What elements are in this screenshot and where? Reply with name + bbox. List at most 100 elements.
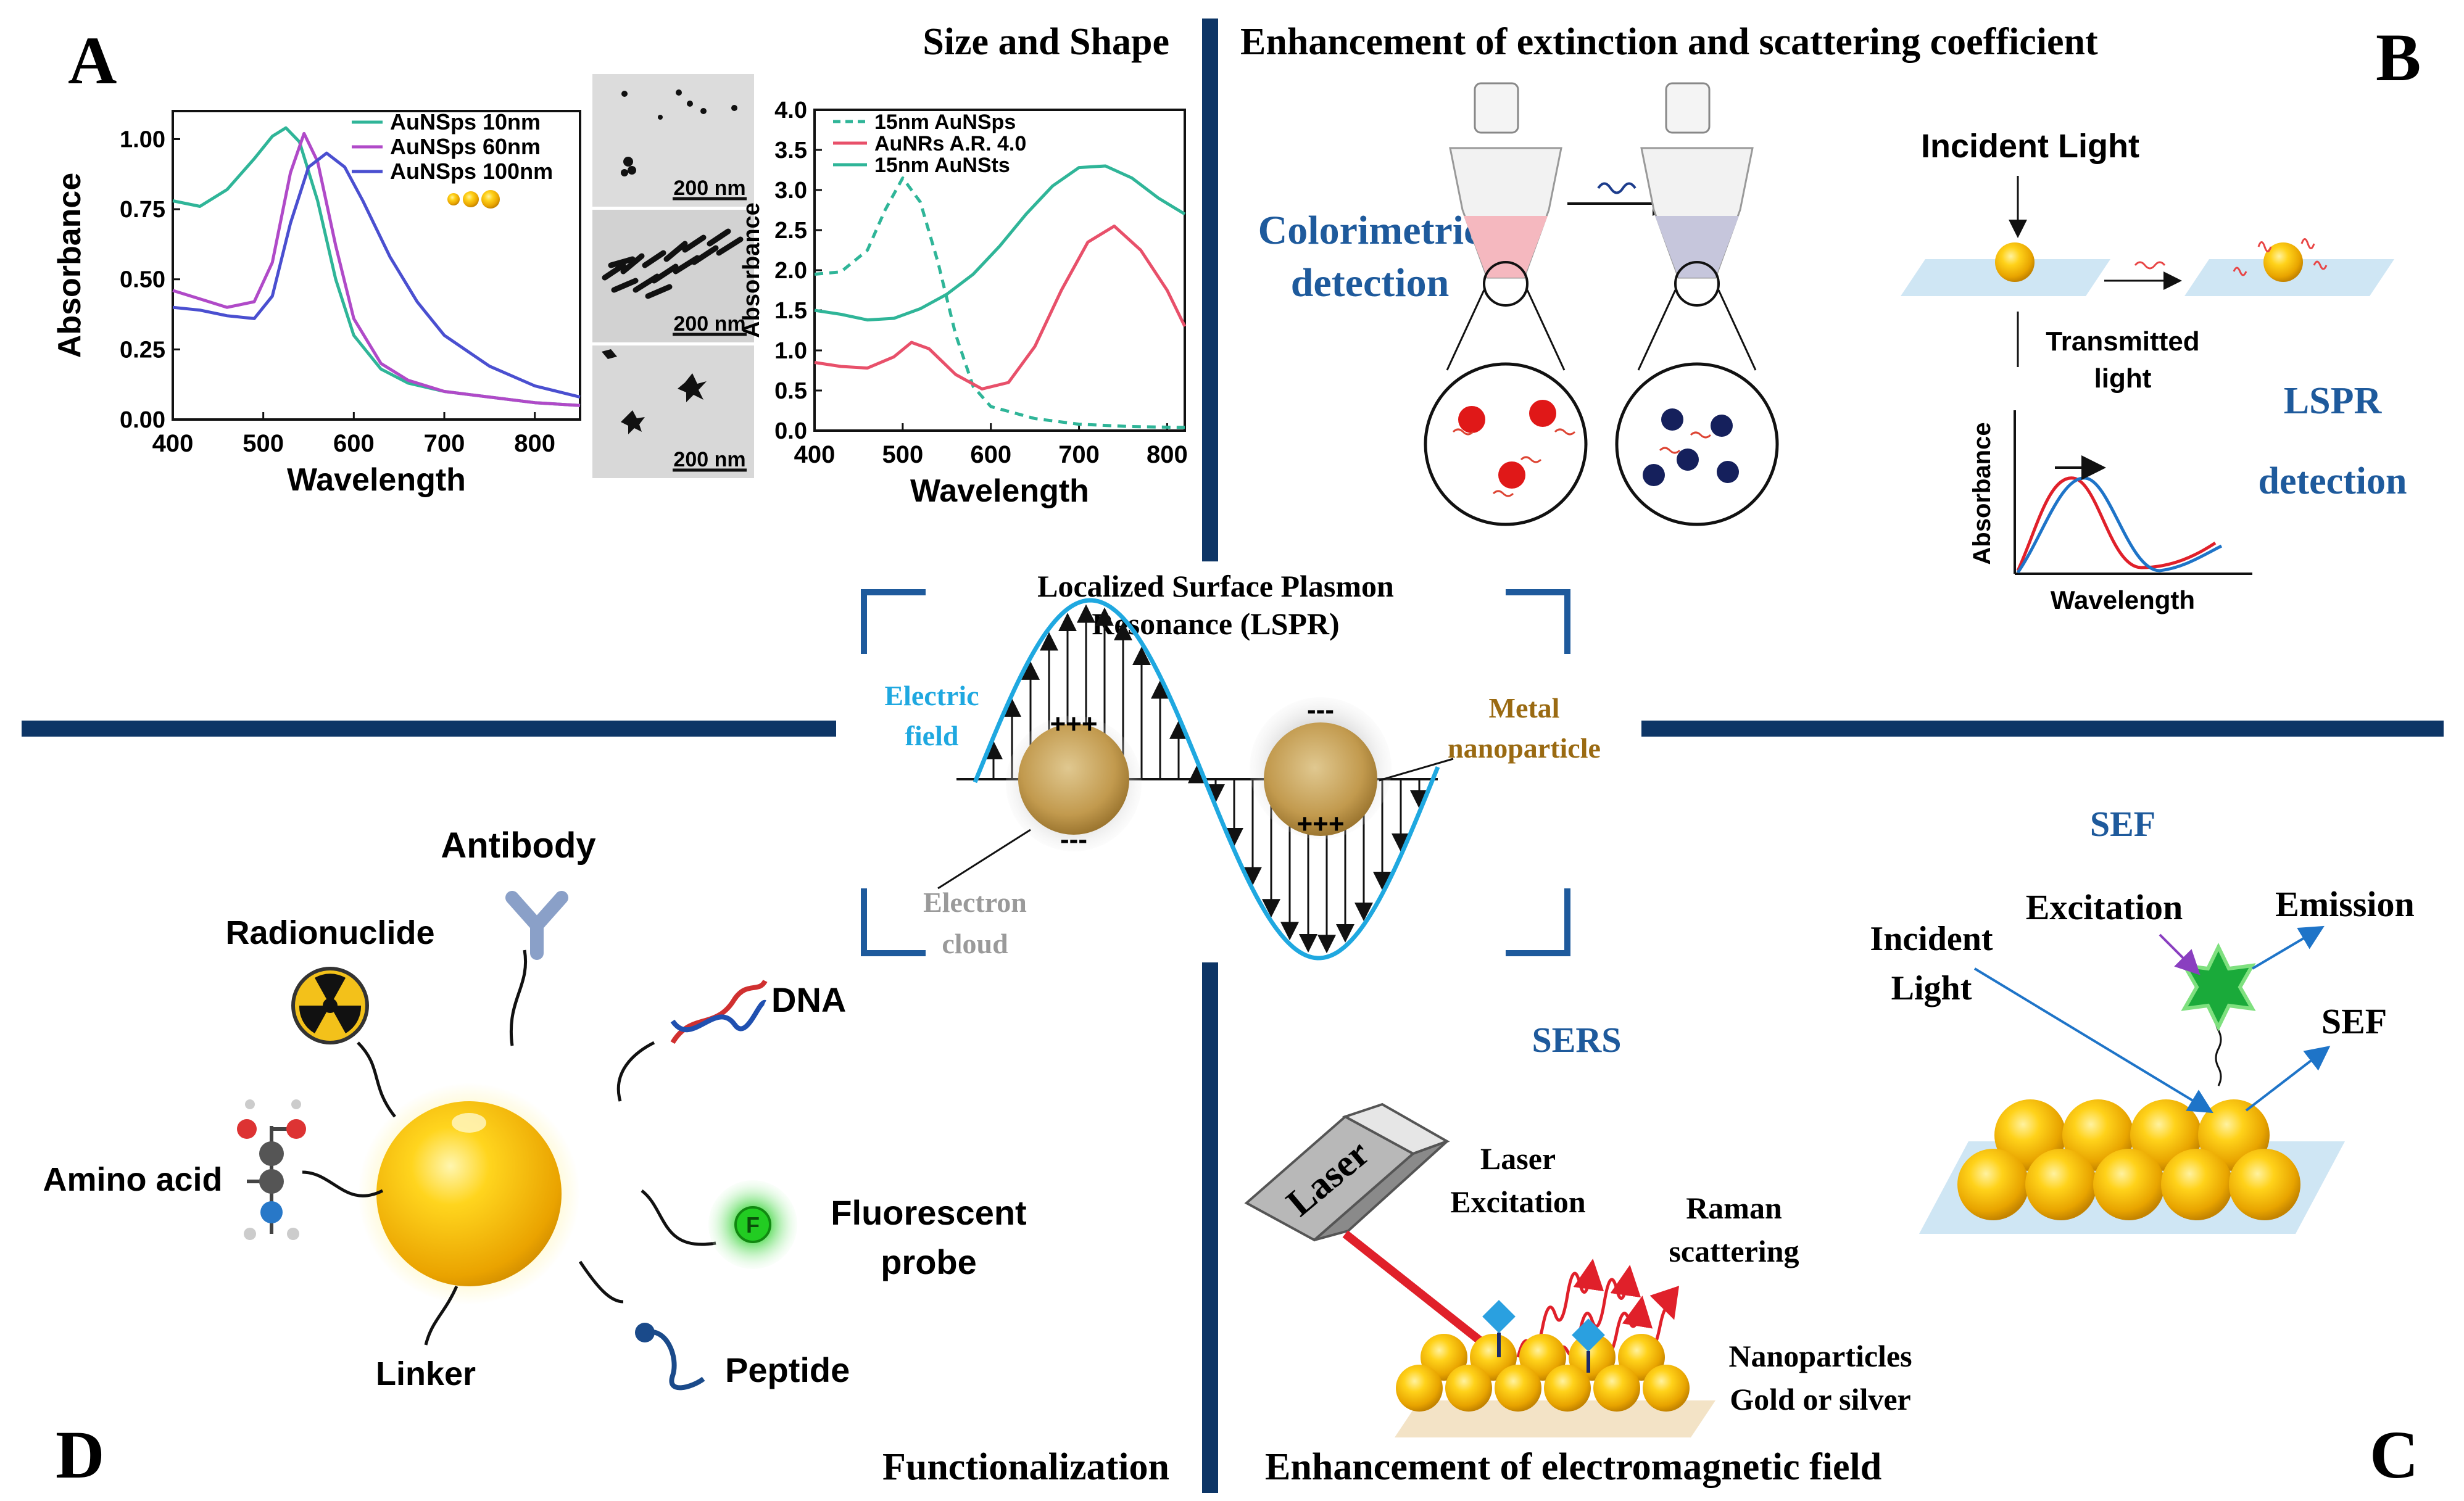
tem-spheres-particles — [621, 89, 737, 176]
sers-nanoparticle-layer — [1395, 1334, 1715, 1437]
fluorescent-f-letter: F — [746, 1212, 760, 1238]
abs-spheres-frame — [172, 110, 581, 421]
abs-spheres-xtick-label: 500 — [243, 430, 284, 457]
sers-gold-particle — [1593, 1365, 1640, 1412]
fluorescent-probe-icon: F — [708, 1180, 797, 1269]
sef-scatter-arrow — [2245, 1046, 2331, 1112]
mini-curve-blue — [2016, 476, 2223, 574]
tube-blue — [1615, 82, 1779, 526]
center-lspr: Localized Surface Plasmon Resonance (LSP… — [861, 569, 1601, 961]
abs-shapes-legend-label-2: 15nm AuNSts — [874, 154, 1010, 177]
fluorescent-probe-label-line1: Fluorescent — [831, 1193, 1026, 1232]
abs-shapes-xtick-label: 500 — [882, 441, 923, 468]
analyte-molecules — [1482, 1300, 1605, 1373]
nanoparticles-line2: Gold or silver — [1730, 1382, 1911, 1416]
tem-rods-particles — [602, 228, 744, 299]
sef-incident-line2: Light — [1891, 969, 1972, 1007]
tem-image-spheres — [592, 74, 754, 207]
tem-images: 200 nm 200 nm 200 nm — [592, 74, 754, 478]
laser-device: Laser — [1244, 1102, 1450, 1242]
sers-label: SERS — [1532, 1020, 1621, 1060]
abs-spheres-xtick-label: 700 — [424, 430, 465, 457]
sef-emission-arrow — [2251, 925, 2325, 970]
sef-gold-particle — [2025, 1149, 2097, 1220]
electron-cloud-label-line2: cloud — [942, 928, 1008, 959]
linker-chains — [302, 949, 716, 1346]
fluorophore-star-icon — [2181, 943, 2256, 1032]
sers-gold-particle — [1396, 1365, 1443, 1412]
panel-c-title: Enhancement of electromagnetic field — [1265, 1446, 1881, 1488]
abs-shapes-xtick-label: 600 — [970, 441, 1011, 468]
laser-excitation-line1: Laser — [1480, 1141, 1556, 1176]
dna-label: DNA — [771, 980, 846, 1019]
panel-letter-d: D — [56, 1417, 104, 1492]
gold-nanoparticle-1 — [1995, 242, 2035, 282]
abs-spheres-xlabel: Wavelength — [287, 462, 466, 498]
sef-gold-particle — [1957, 1149, 2029, 1220]
center-brackets — [861, 589, 1570, 956]
panel-d-title: Functionalization — [882, 1446, 1169, 1488]
sef-gold-particle — [2229, 1149, 2300, 1220]
colorimetric-label-line2: detection — [1291, 260, 1450, 305]
sers-gold-particle — [1495, 1365, 1541, 1412]
laser-excitation-line2: Excitation — [1450, 1185, 1586, 1219]
fluorescent-probe-label-line2: probe — [881, 1243, 977, 1281]
linker-label: Linker — [376, 1355, 476, 1392]
radionuclide-label: Radionuclide — [225, 914, 434, 951]
radionuclide-icon — [291, 967, 369, 1044]
legend-sphere-icons — [447, 190, 500, 209]
tem-scale-bars: 200 nm 200 nm 200 nm — [673, 176, 747, 472]
abs-spheres-xtick-label: 800 — [514, 430, 555, 457]
abs-shapes-series-2 — [814, 164, 1186, 322]
incident-light-label: Incident Light — [1921, 128, 2139, 165]
electric-field-label-line2: field — [905, 720, 959, 751]
raman-line1: Raman — [1686, 1191, 1782, 1225]
mini-curve-red — [2016, 476, 2217, 572]
panel-b: Colorimetric detection — [1258, 82, 2407, 614]
abs-shapes-legend-label-0: 15nm AuNSps — [874, 110, 1016, 134]
abs-spheres-xtick-label: 600 — [333, 430, 375, 457]
abs-shapes-ytick-label: 3.5 — [774, 138, 807, 163]
divider-left-horizontal — [22, 721, 836, 737]
antibody-label: Antibody — [441, 825, 595, 866]
sef-excitation-arrow — [2159, 933, 2201, 975]
electric-field-label-line1: Electric — [884, 680, 979, 711]
sef-nanoparticle-layer — [1957, 1099, 2300, 1220]
sef-gold-particle — [2093, 1149, 2165, 1220]
light-wave-icon — [1597, 182, 1636, 194]
divider-right-horizontal — [1641, 721, 2444, 737]
dna-icon — [670, 979, 768, 1044]
scatter-wave — [2134, 261, 2166, 270]
lspr-detection-label: detection — [2258, 460, 2407, 502]
gold-nanoparticle-2 — [2263, 242, 2303, 282]
sef-gold-particle — [2161, 1149, 2233, 1220]
abs-spheres-legend-label-0: AuNSps 10nm — [390, 109, 541, 134]
panel-letter-c: C — [2370, 1417, 2418, 1492]
sef-incident-line1: Incident — [1870, 920, 1993, 958]
sers-gold-particle — [1643, 1365, 1690, 1412]
abs-shapes-ytick-label: 1.0 — [774, 338, 807, 364]
amino-acid-icon — [237, 1099, 306, 1240]
sef-label: SEF — [2321, 1001, 2387, 1041]
panel-d: Antibody Radionuclide DNA — [43, 825, 1026, 1392]
abs-spheres-ytick-label: 1.00 — [120, 126, 165, 152]
abs-shapes-series-1 — [814, 225, 1187, 391]
abs-shapes-xtick-label: 800 — [1147, 441, 1188, 468]
divider-bottom-vertical — [1202, 962, 1218, 1493]
abs-spheres-ytick-label: 0.75 — [120, 197, 165, 223]
electron-cloud-label-line1: Electron — [923, 887, 1027, 918]
lspr-title-line1: Localized Surface Plasmon — [1037, 569, 1394, 603]
abs-shapes-xtick-label: 700 — [1058, 441, 1100, 468]
abs-shapes-ytick-label: 0.5 — [774, 378, 807, 404]
tem-scale-label-3: 200 nm — [673, 448, 745, 471]
sers-gold-particle — [1445, 1365, 1492, 1412]
abs-spheres-ytick-label: 0.00 — [120, 407, 165, 433]
peptide-label: Peptide — [725, 1350, 850, 1389]
peptide-icon — [635, 1323, 705, 1391]
panel-letter-b: B — [2376, 20, 2421, 95]
abs-shapes-xtick-label: 400 — [794, 441, 836, 468]
panel-letter-a: A — [68, 23, 117, 98]
abs-spheres-ytick-label: 0.50 — [120, 267, 165, 293]
